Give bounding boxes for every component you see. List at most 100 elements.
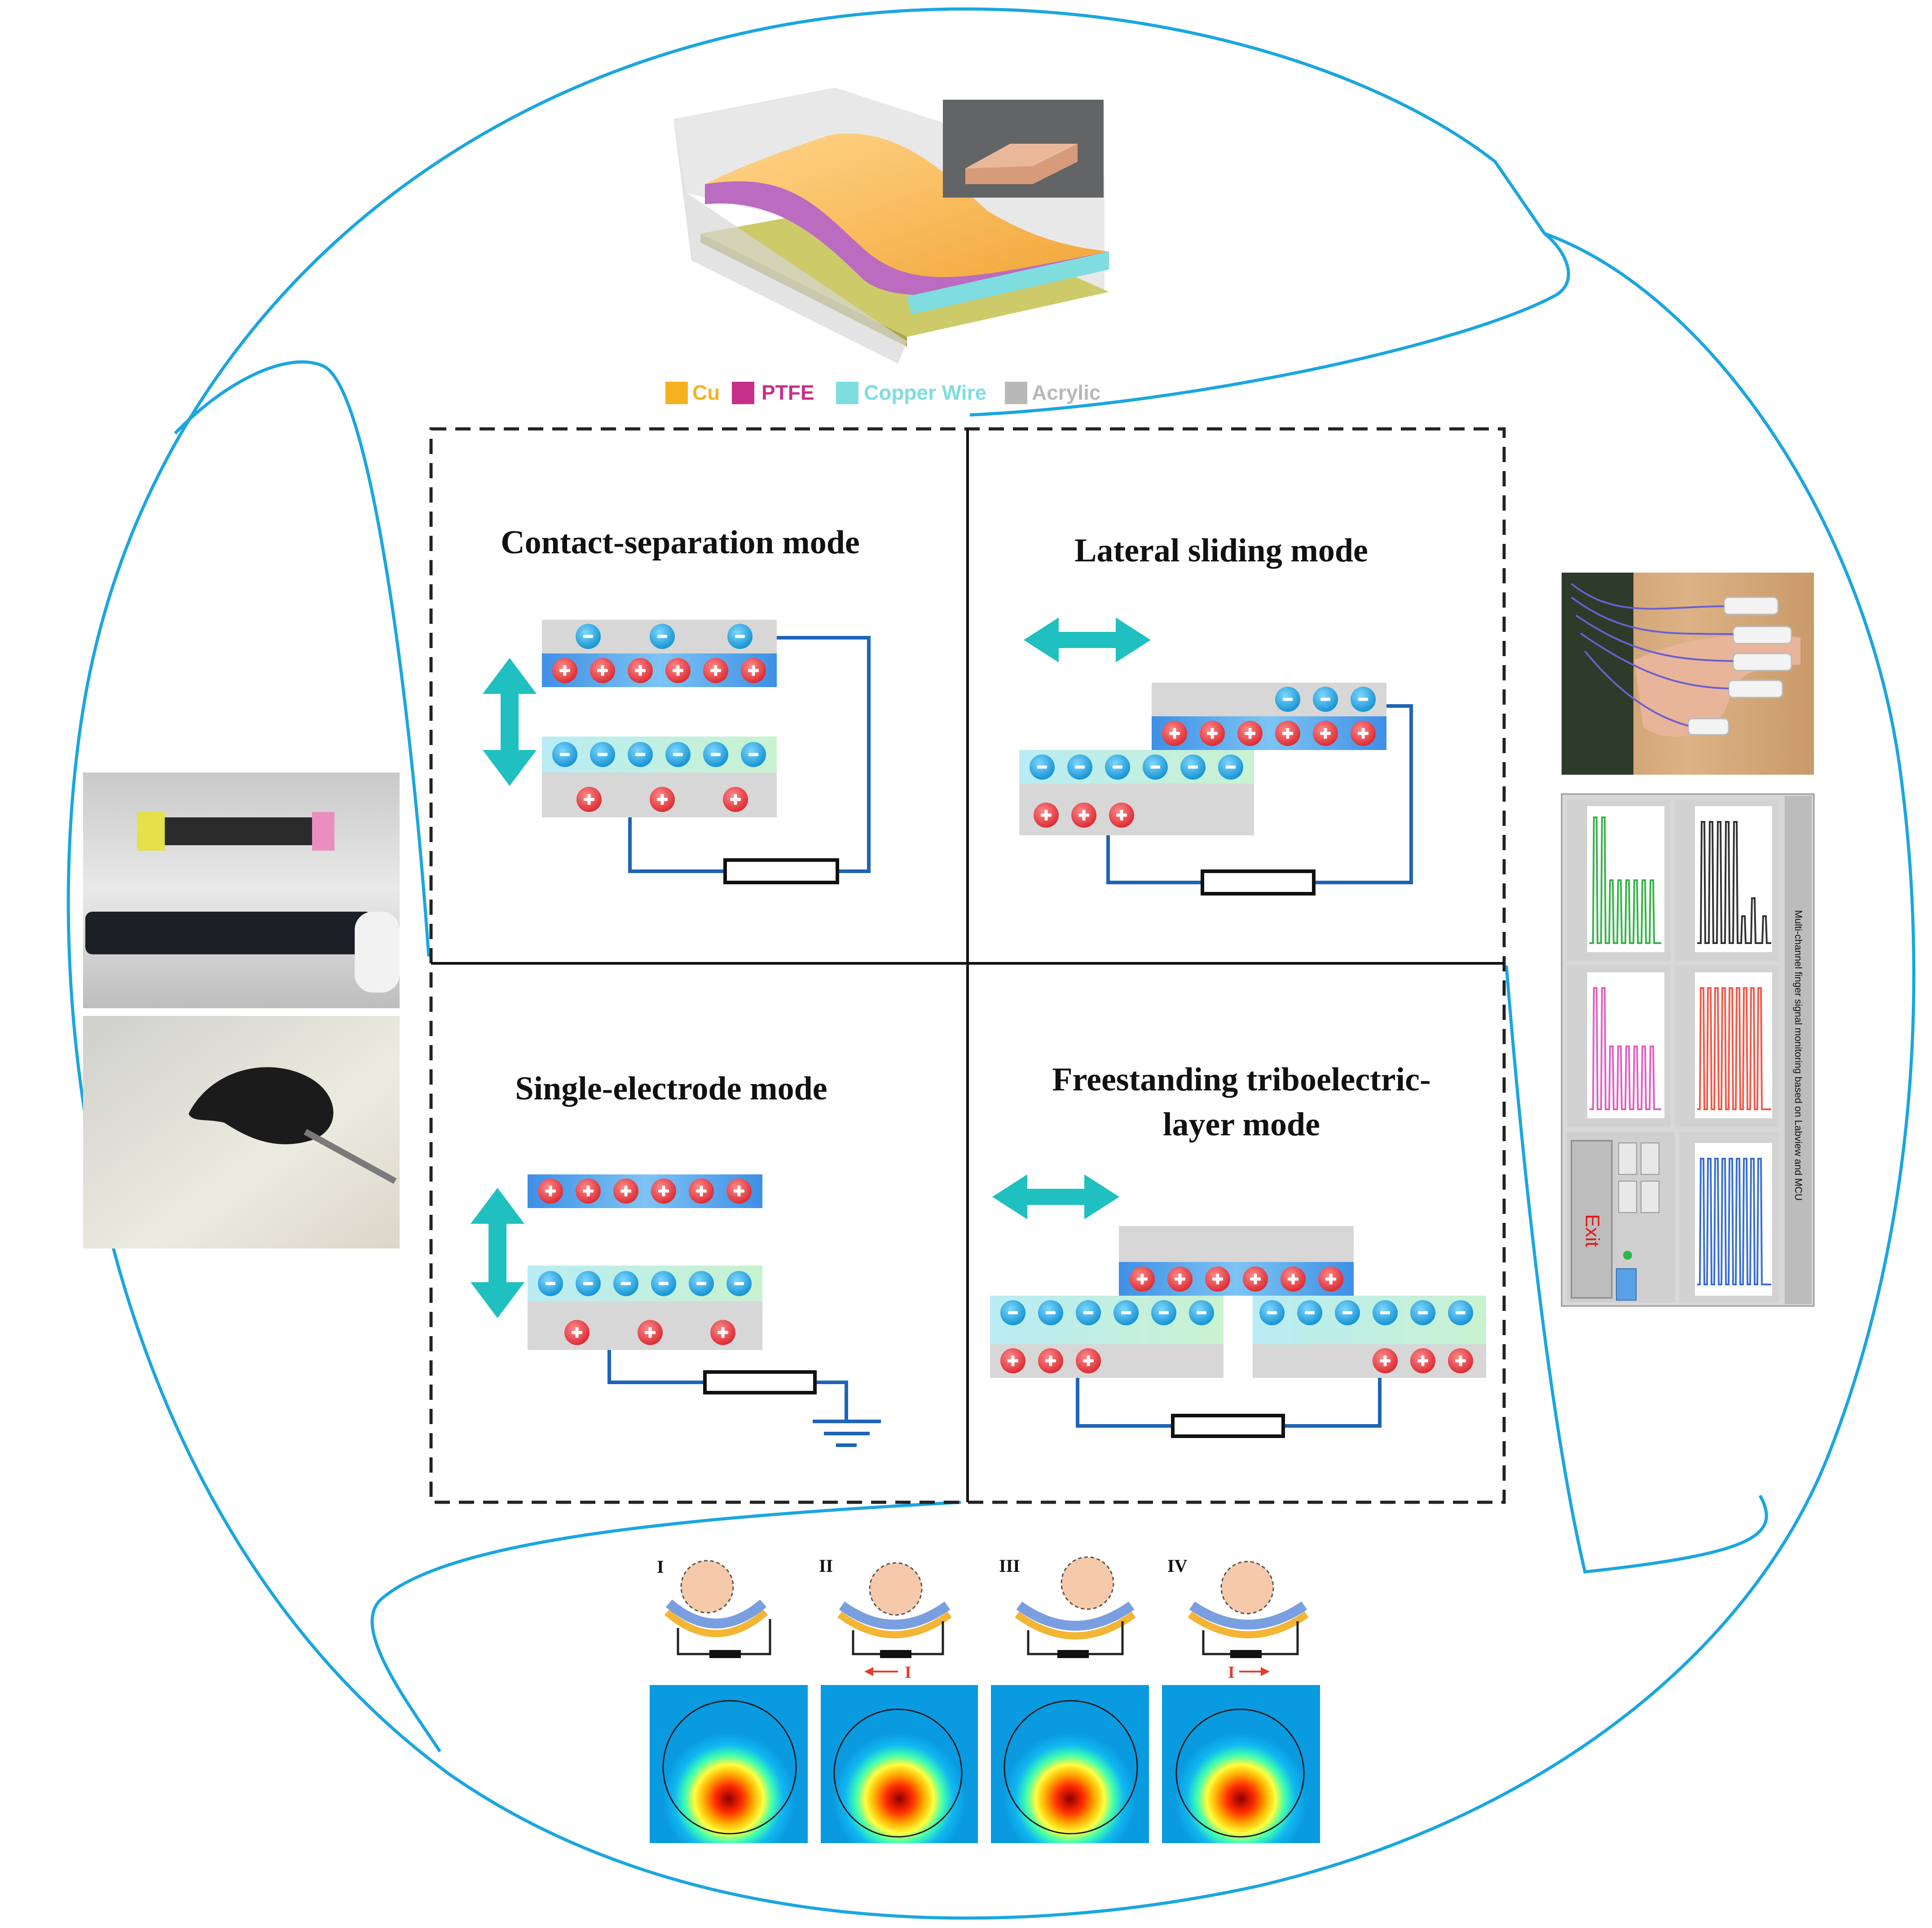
sliding-dielectric-layer [1119, 1226, 1354, 1262]
chart-panel-5 [1679, 1132, 1779, 1302]
lateral-sliding-diagram [1019, 618, 1413, 896]
current-arrowhead-icon [864, 1667, 873, 1676]
tribo-arc-blue [665, 1599, 767, 1628]
field-panel-bg [650, 1685, 808, 1843]
negative-charge-icon [1448, 1300, 1473, 1325]
positive-charge-icon [1410, 1348, 1435, 1373]
finger-sensor [1732, 626, 1792, 644]
negative-charge-icon [590, 742, 615, 767]
positive-charge-icon [1130, 1266, 1155, 1292]
chart-panel-4 [1675, 966, 1779, 1127]
title-lateral-sliding: Lateral sliding mode [1074, 532, 1368, 569]
legend-label-copper-wire: Copper Wire [864, 381, 986, 404]
negative-charge-icon [1373, 1300, 1398, 1325]
negative-charge-icon [1351, 687, 1376, 712]
copper-wire-bar [907, 251, 1109, 314]
outer-circle-curve [66, 7, 1915, 1920]
current-label: I [905, 1663, 911, 1682]
field-boundary [833, 1708, 963, 1838]
negative-charge-icon [650, 624, 675, 649]
device-photo-object-top [965, 144, 1078, 168]
positive-charge-icon [741, 658, 766, 683]
finger-ball [1220, 1561, 1274, 1615]
positive-charge-icon [1167, 1266, 1193, 1292]
negative-charge-icon [1335, 1300, 1360, 1325]
voltage-trace-blue [1697, 1158, 1771, 1285]
stage-i: I [657, 1557, 771, 1658]
positive-charge-icon [638, 1320, 663, 1345]
sensor-clip-pink [312, 812, 334, 851]
stage-ii: II I [819, 1556, 952, 1682]
negative-charge-icon [552, 742, 577, 767]
negative-charge-icon [651, 1271, 676, 1296]
left-electrode [990, 1344, 1223, 1378]
glove-photo [1562, 573, 1814, 775]
load-resistor [709, 1650, 741, 1658]
negative-charge-icon [576, 1271, 601, 1296]
negative-charge-icon [1189, 1300, 1214, 1325]
control-field [1618, 1143, 1637, 1175]
positive-charge-icon [1038, 1348, 1063, 1373]
top-electrode-layer [1152, 716, 1386, 750]
load-resistor [723, 858, 839, 884]
positive-charge-icon [590, 658, 615, 683]
negative-charge-icon [1151, 1300, 1176, 1325]
load-resistor [703, 1370, 817, 1394]
glove-wires [1571, 583, 1734, 727]
positive-charge-icon [564, 1320, 590, 1345]
right-tribo-layer [1253, 1296, 1486, 1344]
chart-panel-2 [1675, 799, 1779, 961]
title-freestanding-line2: layer mode [1163, 1106, 1320, 1143]
finger-ball [869, 1562, 923, 1616]
tribo-arc-blue [1189, 1601, 1307, 1630]
sensor-photos [83, 772, 400, 1249]
right-electrode [1253, 1344, 1486, 1378]
sensor-clip-yellow [137, 812, 165, 851]
voltage-trace-dark [1697, 821, 1771, 944]
positive-charge-icon [1071, 803, 1096, 828]
field-panel-bg [821, 1685, 978, 1843]
circuit-wire [852, 1621, 944, 1655]
positive-charge-icon [650, 787, 675, 812]
legend-item-copper-wire: Copper Wire [836, 381, 986, 404]
chart-panel-1 [1567, 799, 1670, 961]
field-boundary [1175, 1708, 1305, 1838]
monitor-title-strip [1785, 796, 1812, 1304]
single-electrode-diagram [471, 1174, 881, 1447]
acrylic-case-front [673, 119, 907, 364]
finger-sensor [1687, 718, 1730, 736]
circuit-wire [677, 1619, 771, 1655]
legend-item-cu: Cu [665, 381, 720, 404]
exit-button[interactable] [1571, 1140, 1613, 1299]
tribo-arc-yellow [1015, 1611, 1136, 1640]
stage-iii: III [999, 1556, 1136, 1658]
field-panel-ii [821, 1685, 978, 1843]
left-tribo-layer [990, 1296, 1223, 1344]
positive-charge-icon [1109, 803, 1134, 828]
negative-charge-icon [1143, 754, 1168, 780]
positive-charge-icon [1243, 1266, 1268, 1292]
top-electrode-layer [542, 653, 777, 687]
finger-sensor [1723, 596, 1779, 615]
positive-charge-icon [1000, 1348, 1025, 1373]
bottom-lobe-curve [370, 1500, 961, 1752]
horizontal-double-arrow [1024, 618, 1151, 662]
positive-charge-icon [577, 787, 602, 812]
field-panel-bg [1162, 1685, 1320, 1843]
control-field [1618, 1181, 1637, 1213]
legend-swatch-cu [665, 382, 688, 404]
circuit-wire [1106, 704, 1413, 884]
positive-charge-icon [703, 658, 728, 683]
top-cu-film [705, 181, 1109, 296]
circuit-wire [607, 1350, 848, 1421]
run-button[interactable] [1616, 1268, 1637, 1301]
legend-swatch-ptfe [732, 382, 754, 404]
finger-sensor [1728, 679, 1783, 698]
positive-charge-icon [723, 787, 748, 812]
glove-photo-dark [1562, 573, 1633, 775]
negative-charge-icon [576, 624, 601, 649]
voltage-trace-pink [1589, 987, 1661, 1110]
legend-label-cu: Cu [692, 381, 720, 404]
field-panel-iii [991, 1685, 1149, 1843]
device-render [673, 88, 1109, 364]
